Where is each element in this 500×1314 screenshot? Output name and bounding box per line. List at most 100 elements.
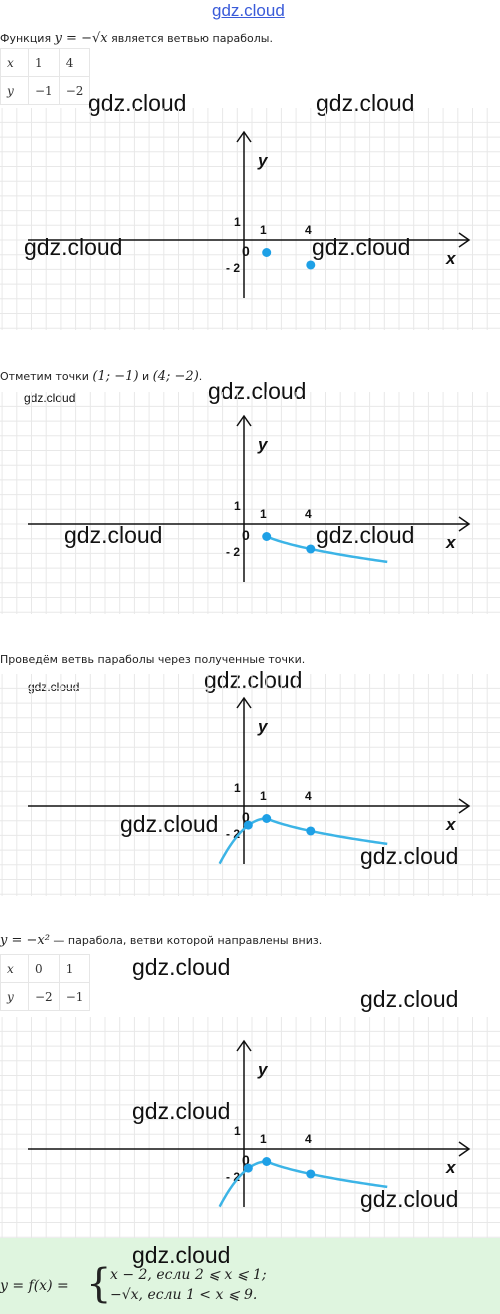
y-axis-label: y — [257, 1060, 269, 1079]
origin-label: 0 — [242, 809, 250, 825]
y-axis-arrow — [236, 696, 252, 709]
tick-label-x1: 1 — [260, 1132, 267, 1146]
tick-label-y1: 1 — [234, 215, 241, 229]
piecewise-case-2: −√x, если 1 < x ⩽ 9. — [110, 1287, 258, 1303]
table2-y-cell: −2 — [28, 982, 60, 1011]
tick-label-x4: 4 — [305, 1132, 312, 1146]
step4-text-after: — парабола, ветви которой направлены вни… — [49, 934, 323, 947]
step3-text: Проведём ветвь параболы через полученные… — [0, 653, 306, 666]
x-axis-label: x — [445, 1158, 457, 1177]
origin-label: 0 — [242, 527, 250, 543]
watermark: gdz.cloud — [208, 378, 307, 404]
tick-label-x1: 1 — [260, 507, 267, 521]
tick-label-y-minus-2: - 2 — [226, 545, 240, 559]
table1-x-cell: 1 — [28, 48, 60, 77]
table1-x-header: x — [0, 48, 29, 77]
piecewise-case-1: x − 2, если 2 ⩽ x ⩽ 1; — [110, 1267, 267, 1283]
sqrt-branch-curve — [266, 1160, 388, 1189]
watermark: gdz.cloud — [316, 90, 415, 116]
point-4-minus-2 — [306, 1169, 316, 1179]
step2-text: Отметим точки (1; −1) и (4; −2). — [0, 369, 202, 384]
x-axis-arrow — [458, 232, 471, 248]
watermark: gdz.cloud — [24, 391, 76, 405]
point-0-minus-2 — [243, 820, 253, 830]
y-axis-arrow — [236, 414, 252, 427]
watermark: gdz.cloud — [360, 843, 459, 869]
piecewise-lhs: y = f(x) = — [0, 1278, 69, 1294]
point-4-minus-2 — [306, 260, 316, 270]
grid — [0, 1017, 500, 1239]
sqrt-branch-curve — [266, 817, 388, 846]
table2-x-cell: 1 — [58, 954, 91, 983]
step1-text-after: является ветвью параболы. — [107, 32, 273, 45]
step4-text: y = −x² — парабола, ветви которой направ… — [0, 933, 322, 948]
piecewise-brace: { — [86, 1261, 112, 1307]
tick-label-x4: 4 — [305, 789, 312, 803]
y-axis-label: y — [257, 151, 269, 170]
tick-label-x1: 1 — [260, 789, 267, 803]
grid — [0, 674, 500, 896]
watermark: gdz.cloud — [360, 986, 459, 1012]
tick-label-x4: 4 — [305, 507, 312, 521]
step2-point-1: (1; −1) — [92, 369, 139, 384]
step4-math: y = −x² — [0, 933, 50, 948]
sqrt-branch-curve — [266, 535, 388, 564]
point-1-minus-1 — [262, 813, 272, 823]
table2-x-header: x — [0, 954, 29, 983]
grid — [0, 392, 500, 614]
y-axis-arrow — [236, 1039, 252, 1052]
tick-label-x4: 4 — [305, 223, 312, 237]
tick-label-y1: 1 — [234, 1124, 241, 1138]
origin-label: 0 — [242, 1152, 250, 1168]
site-watermark-link[interactable]: gdz.cloud — [212, 1, 285, 20]
watermark: gdz.cloud — [120, 811, 219, 837]
watermark: gdz.cloud — [132, 954, 231, 980]
x-axis-arrow — [458, 1141, 471, 1157]
x-axis-label: x — [445, 533, 457, 552]
y-axis-arrow — [236, 130, 252, 143]
point-4-minus-2 — [306, 826, 316, 836]
step1-text-before: Функция — [0, 32, 55, 45]
table1-y-cell: −2 — [58, 76, 91, 105]
table1-y-cell: −1 — [28, 76, 60, 105]
point-1-minus-1 — [262, 1156, 272, 1166]
x-axis-label: x — [445, 815, 457, 834]
step2-joiner: и — [138, 370, 153, 383]
table2-y-cell: −1 — [58, 982, 91, 1011]
y-axis-label: y — [257, 717, 269, 736]
watermark: gdz.cloud — [64, 522, 163, 548]
y-axis-label: y — [257, 435, 269, 454]
watermark: gdz.cloud — [360, 1186, 459, 1212]
values-table-1: x 1 4 y −1 −2 — [0, 48, 91, 105]
step1-text: Функция y = −√x является ветвью параболы… — [0, 31, 273, 46]
point-4-minus-2 — [306, 544, 316, 554]
watermark: gdz.cloud — [28, 680, 80, 694]
watermark: gdz.cloud — [132, 1098, 231, 1124]
step2-point-2: (4; −2) — [152, 369, 199, 384]
tick-label-y1: 1 — [234, 499, 241, 513]
table1-y-header: y — [0, 76, 29, 105]
watermark: gdz.cloud — [312, 234, 411, 260]
watermark: gdz.cloud — [132, 1242, 231, 1268]
point-1-minus-1 — [262, 247, 272, 257]
step2-text-before: Отметим точки — [0, 370, 93, 383]
x-axis-arrow — [458, 516, 471, 532]
point-0-minus-2 — [243, 1163, 253, 1173]
x-axis-arrow — [458, 798, 471, 814]
tick-label-y-minus-2: - 2 — [226, 261, 240, 275]
watermark: gdz.cloud — [24, 234, 123, 260]
x-axis-label: x — [445, 249, 457, 268]
grid — [0, 108, 500, 330]
linear-branch-curve — [218, 1160, 267, 1208]
table2-x-cell: 0 — [28, 954, 60, 983]
step2-text-after: . — [198, 370, 203, 383]
table2-y-header: y — [0, 982, 29, 1011]
coordinate-plane-svg: x y 01 4 1 - 2 — [0, 392, 500, 614]
